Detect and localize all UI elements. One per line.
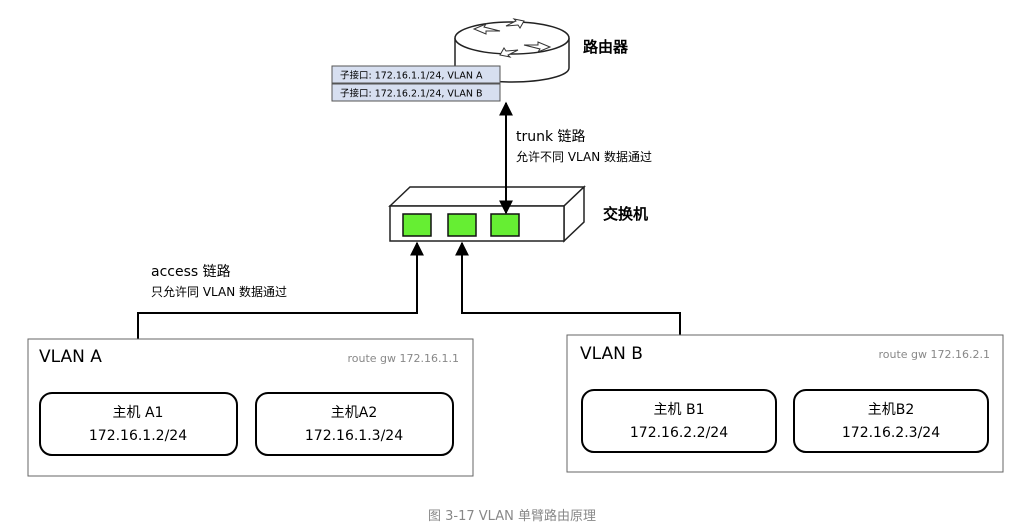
vlan-b-group: VLAN B route gw 172.16.2.1 主机 B1 172.16.…	[566, 334, 1004, 473]
host-b2-ip: 172.16.2.3/24	[842, 425, 940, 441]
host-a2-name: 主机A2	[331, 405, 377, 421]
vlan-a-group: VLAN A route gw 172.16.1.1 主机 A1 172.16.…	[27, 338, 474, 477]
switch-port-2	[447, 213, 477, 237]
subinterface-a-label: 子接口: 172.16.1.1/24, VLAN A	[340, 70, 483, 82]
host-a1: 主机 A1 172.16.1.2/24	[39, 392, 238, 456]
host-b2: 主机B2 172.16.2.3/24	[793, 389, 989, 453]
trunk-link-desc: 允许不同 VLAN 数据通过	[516, 149, 652, 164]
host-a1-name: 主机 A1	[113, 405, 164, 421]
switch-port-1	[402, 213, 432, 237]
subinterface-b-label: 子接口: 172.16.2.1/24, VLAN B	[340, 88, 483, 100]
host-b2-name: 主机B2	[868, 402, 915, 418]
router-top	[454, 21, 570, 55]
host-b1-ip: 172.16.2.2/24	[630, 425, 728, 441]
subinterface-b: 子接口: 172.16.2.1/24, VLAN B	[331, 83, 501, 102]
switch: 交换机	[388, 185, 648, 243]
router-label: 路由器	[583, 38, 629, 56]
access-link-title: access 链路	[151, 264, 231, 280]
switch-label: 交换机	[603, 205, 648, 223]
host-b1: 主机 B1 172.16.2.2/24	[581, 389, 777, 453]
host-a2-ip: 172.16.1.3/24	[305, 428, 403, 444]
switch-port-3	[490, 213, 520, 237]
vlan-a-route: route gw 172.16.1.1	[347, 352, 459, 365]
host-a2: 主机A2 172.16.1.3/24	[255, 392, 454, 456]
vlan-a-name: VLAN A	[39, 347, 102, 367]
vlan-b-route: route gw 172.16.2.1	[878, 348, 990, 361]
subinterface-a: 子接口: 172.16.1.1/24, VLAN A	[331, 65, 501, 84]
trunk-link-title: trunk 链路	[516, 129, 586, 145]
figure-caption: 图 3-17 VLAN 单臂路由原理	[428, 508, 596, 524]
host-b1-name: 主机 B1	[654, 402, 705, 418]
vlan-b-name: VLAN B	[580, 344, 643, 364]
access-link-desc: 只允许同 VLAN 数据通过	[151, 284, 287, 299]
host-a1-ip: 172.16.1.2/24	[89, 428, 187, 444]
router-arrows-icon	[472, 18, 552, 58]
